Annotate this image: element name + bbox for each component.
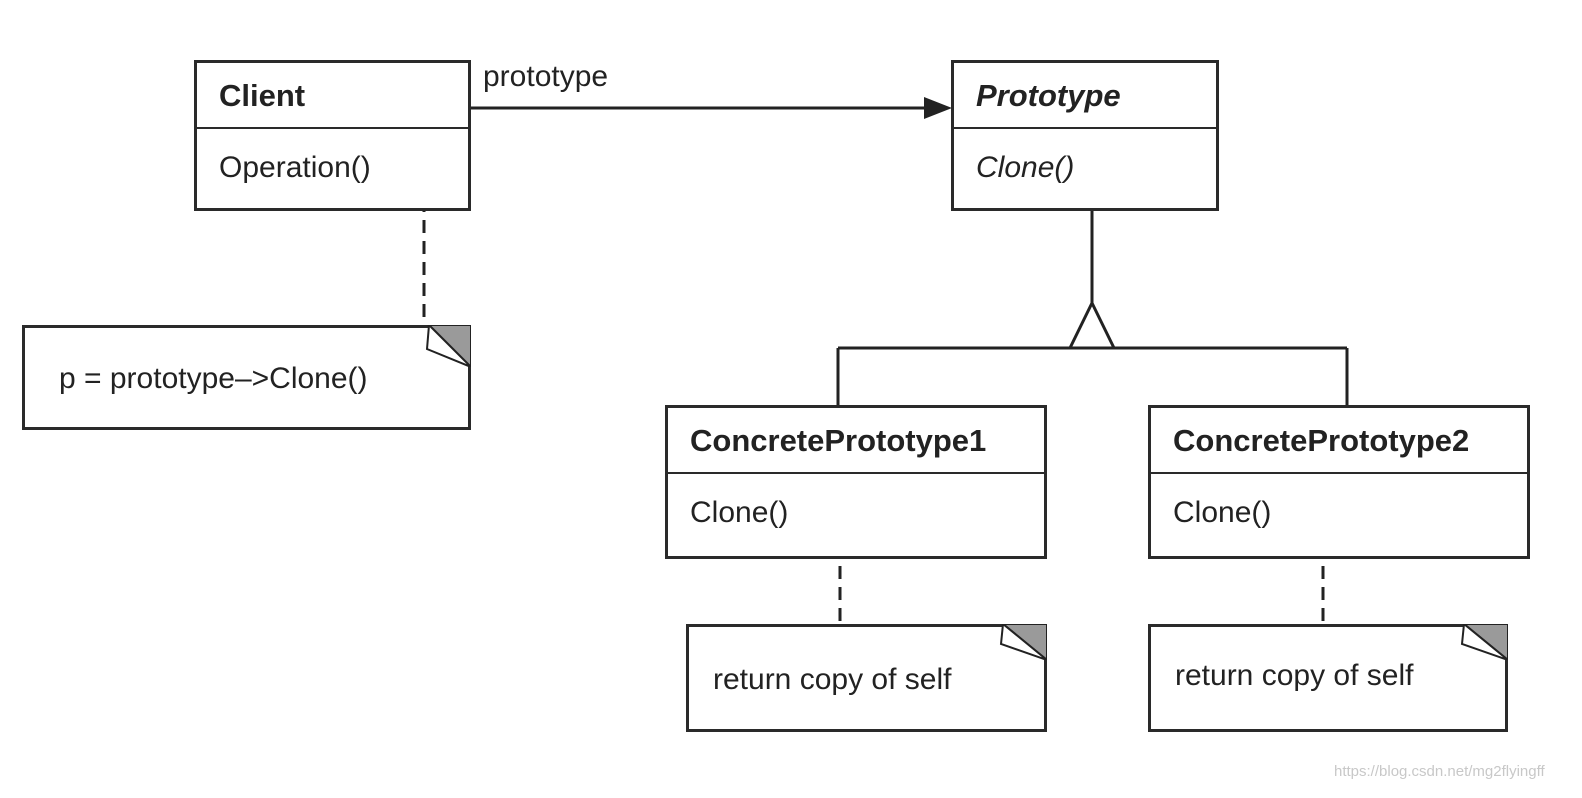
association-arrowhead [924, 97, 952, 119]
class-client-name: Client [197, 63, 468, 129]
note-concrete-prototype-2-text: return copy of self [1175, 659, 1414, 692]
watermark: https://blog.csdn.net/mg2flyingff [1334, 763, 1545, 780]
note-fold-icon [1460, 624, 1508, 660]
class-concrete-prototype-2-name: ConcretePrototype2 [1151, 408, 1527, 474]
note-fold-icon [999, 624, 1047, 660]
class-concrete-prototype-1-name: ConcretePrototype1 [668, 408, 1044, 474]
class-concrete-prototype-2-operation: Clone() [1173, 496, 1272, 529]
class-client: Client Operation() [194, 60, 471, 211]
note-fold-icon [425, 325, 471, 367]
class-prototype-operation: Clone() [976, 151, 1075, 184]
note-client-text: p = prototype–>Clone() [59, 362, 368, 395]
note-concrete-prototype-2: return copy of self [1148, 624, 1508, 732]
note-client: p = prototype–>Clone() [22, 325, 471, 430]
class-concrete-prototype-1: ConcretePrototype1 Clone() [665, 405, 1047, 559]
class-client-operation: Operation() [219, 151, 371, 184]
class-prototype-name: Prototype [954, 63, 1216, 129]
class-concrete-prototype-1-operation: Clone() [690, 496, 789, 529]
inheritance-triangle [1067, 299, 1117, 350]
association-label: prototype [483, 60, 609, 93]
note-concrete-prototype-1-text: return copy of self [713, 663, 952, 696]
class-prototype: Prototype Clone() [951, 60, 1219, 211]
note-concrete-prototype-1: return copy of self [686, 624, 1047, 732]
class-concrete-prototype-2: ConcretePrototype2 Clone() [1148, 405, 1530, 559]
